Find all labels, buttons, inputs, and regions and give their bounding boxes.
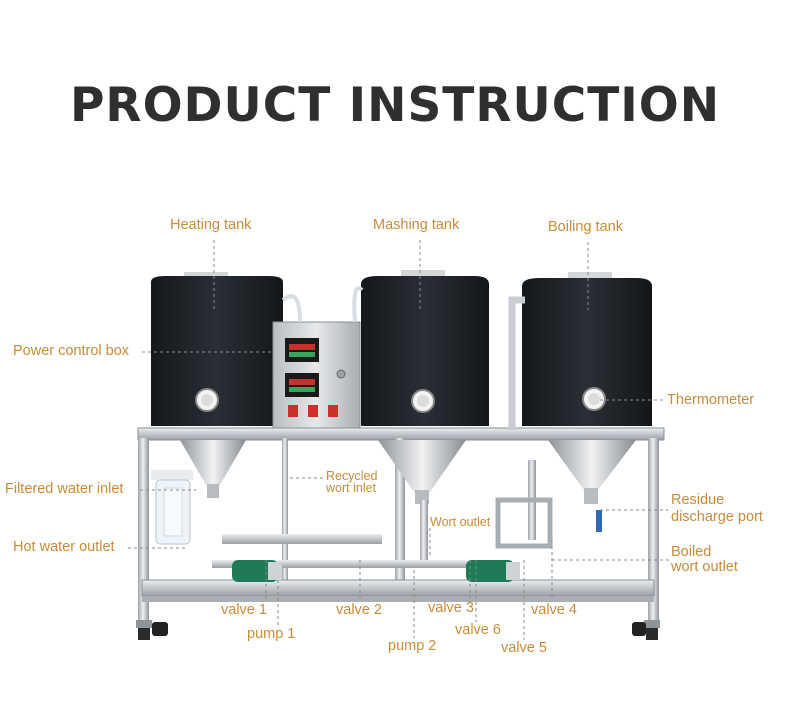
label-recycled-wort-inlet: Recycled wort inlet bbox=[326, 469, 378, 495]
pump-1 bbox=[232, 560, 282, 582]
valve-cluster bbox=[495, 497, 553, 549]
mashing-tank bbox=[361, 270, 489, 504]
label-valve-1: valve 1 bbox=[221, 602, 267, 618]
label-boiled-line2: wort outlet bbox=[671, 559, 738, 575]
label-boiling-tank: Boiling tank bbox=[548, 219, 623, 235]
frame-base-rail bbox=[142, 596, 654, 602]
caster-left bbox=[136, 620, 168, 640]
vertical-pipe-mashing bbox=[420, 500, 428, 560]
power-control-box bbox=[272, 321, 361, 429]
label-residue-line1: Residue bbox=[671, 492, 725, 508]
label-power-control-box: Power control box bbox=[13, 343, 130, 359]
label-heating-tank: Heating tank bbox=[170, 217, 252, 233]
caster-right bbox=[632, 620, 660, 640]
boiling-tank bbox=[522, 272, 652, 532]
label-filtered-water-inlet: Filtered water inlet bbox=[5, 481, 124, 497]
frame-bottom-tray bbox=[141, 579, 655, 597]
label-wort-outlet: Wort outlet bbox=[430, 515, 491, 529]
frame-leg-right bbox=[648, 438, 659, 628]
label-hot-water-outlet: Hot water outlet bbox=[13, 539, 115, 555]
main-pipe-upper bbox=[222, 534, 382, 544]
main-pipe-lower bbox=[212, 560, 512, 568]
label-valve-3: valve 3 bbox=[428, 600, 474, 616]
label-boiled-wort-outlet: Boiled wort outlet bbox=[671, 545, 738, 575]
label-valve-2: valve 2 bbox=[336, 602, 382, 618]
top-hose-left bbox=[281, 294, 302, 323]
label-valve-4: valve 4 bbox=[531, 602, 577, 618]
frame-leg-inner bbox=[282, 438, 288, 588]
label-pump-2: pump 2 bbox=[388, 638, 437, 654]
label-residue-line2: discharge port bbox=[671, 509, 763, 525]
page-title: PRODUCT INSTRUCTION bbox=[69, 78, 721, 133]
heating-tank bbox=[151, 272, 283, 498]
frame-leg-left bbox=[138, 438, 149, 628]
label-thermometer: Thermometer bbox=[667, 392, 755, 408]
label-recycled-wort-inlet-line1: Recycled bbox=[326, 469, 378, 483]
frame-leg-mid-left bbox=[395, 438, 405, 598]
pump-2 bbox=[466, 560, 520, 582]
label-pump-1: pump 1 bbox=[247, 626, 296, 642]
label-recycled-wort-inlet-line2: wort inlet bbox=[326, 481, 377, 495]
label-boiled-line1: Boiled bbox=[671, 544, 712, 560]
label-residue-discharge-port: Residue discharge port bbox=[671, 493, 763, 525]
label-mashing-tank: Mashing tank bbox=[373, 217, 460, 233]
water-filter bbox=[151, 470, 193, 545]
top-hose-mid bbox=[352, 286, 364, 323]
return-pipe bbox=[508, 296, 525, 430]
label-valve-6: valve 6 bbox=[455, 622, 501, 638]
label-valve-5: valve 5 bbox=[501, 640, 547, 656]
